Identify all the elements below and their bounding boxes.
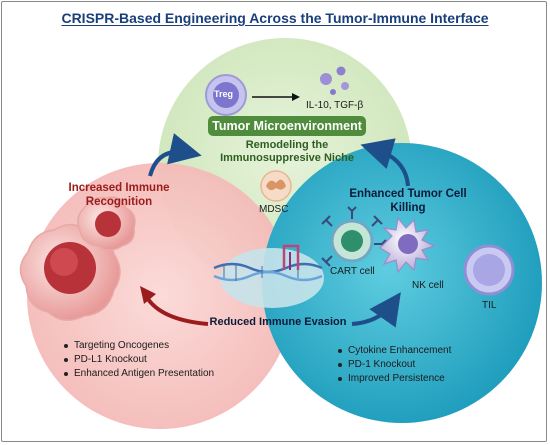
remodeling-subtitle: Remodeling the Immunosuppresive Niche [196,139,378,165]
treg-label: Treg [214,89,234,99]
remodeling-subtitle-line2: Immunosuppresive Niche [220,152,354,164]
tumor-killing-subtitle: Enhanced Tumor Cell Killing [338,187,478,215]
cytokines-label: IL-10, TGF-β [306,100,364,111]
right-bullet-item: Improved Persistence [337,372,451,386]
mdsc-label: MDSC [259,204,289,215]
right-bullet-item: PD-1 Knockout [337,358,451,372]
figure-title: CRISPR-Based Engineering Across the Tumo… [61,10,489,26]
right-bullet-item: Cytokine Enhancement [337,344,451,358]
treg-cell-icon [205,74,247,116]
tumor-cell-icon [19,196,136,321]
tumor-killing-line2: Killing [390,202,426,214]
til-cell-icon [463,244,515,296]
arrow-left-to-top [148,133,202,177]
left-bullet-list: Targeting Oncogenes PD-L1 Knockout Enhan… [63,339,214,381]
arrow-center-to-left [144,294,209,326]
remodeling-subtitle-line1: Remodeling the [245,139,329,151]
left-bullet-item: PD-L1 Knockout [63,353,214,367]
cart-cell-label: CART cell [330,266,375,277]
arrow-center-to-right [351,292,401,328]
cart-cell-icon [321,206,387,267]
tumor-killing-line1: Enhanced Tumor Cell [349,188,467,200]
arrow-right-to-top [360,138,410,187]
immune-recognition-line1: Increased Immune [68,182,170,194]
reduced-immune-evasion-label: Reduced Immune Evasion [209,316,347,328]
til-label: TIL [482,300,497,311]
immune-recognition-subtitle: Increased Immune Recognition [44,181,194,209]
immune-recognition-line2: Recognition [85,196,153,208]
nk-cell-label: NK cell [412,280,444,291]
mdsc-cell-icon [260,170,292,202]
left-bullet-item: Enhanced Antigen Presentation [63,367,214,381]
nk-cell-icon [379,216,436,274]
cytokine-dots-icon [320,66,349,95]
left-bullet-item: Targeting Oncogenes [63,339,214,353]
crispr-dna-icon [213,244,324,308]
immune-cell-circle [262,143,542,423]
right-bullet-list: Cytokine Enhancement PD-1 Knockout Impro… [337,344,451,386]
tumor-microenvironment-header: Tumor Microenvironment [208,116,366,136]
